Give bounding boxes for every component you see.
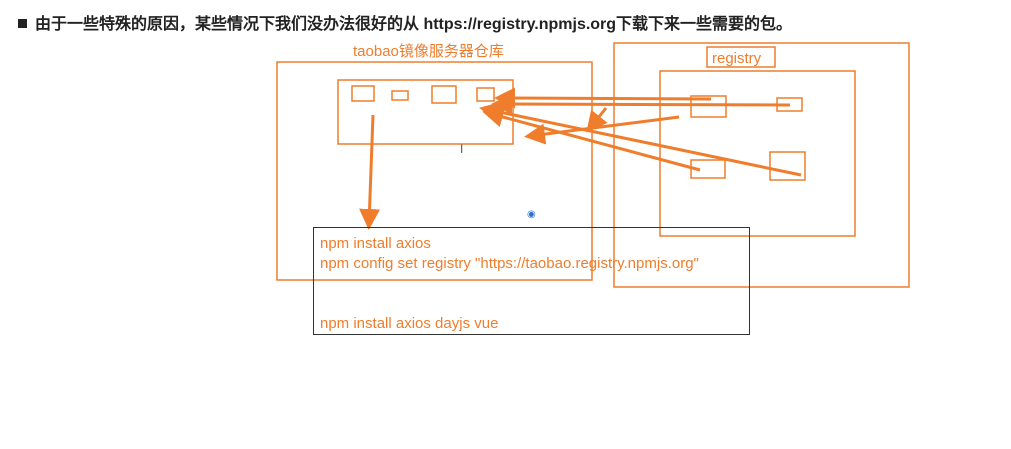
- mirror-package-4: [476, 87, 495, 102]
- mirror-inner-box: [337, 79, 514, 145]
- command-line-2: npm config set registry "https://taobao.…: [320, 255, 699, 272]
- mirror-server-box: [276, 61, 593, 281]
- registry-label-box: [706, 46, 776, 68]
- mirror-package-2: [391, 90, 409, 101]
- pointer-dot-icon: ◉: [527, 209, 536, 220]
- bullet-square-icon: [18, 19, 27, 28]
- registry-outer-box: [613, 42, 910, 288]
- sync-arrow-6: [479, 101, 802, 177]
- sync-arrow-2: [491, 93, 791, 115]
- install-arrow: [359, 114, 381, 230]
- registry-package-4: [769, 151, 806, 181]
- sync-arrow-1: [494, 87, 712, 109]
- registry-inner-box: [659, 70, 856, 237]
- sync-arrow-4: [586, 107, 608, 133]
- page-heading: 由于一些特殊的原因，某些情况下我们没办法很好的从 https://registr…: [18, 10, 998, 34]
- registry-package-1: [690, 95, 727, 118]
- heading-text: 由于一些特殊的原因，某些情况下我们没办法很好的从 https://registr…: [35, 16, 793, 33]
- sync-arrow-5: [482, 106, 701, 172]
- mirror-package-3: [431, 85, 457, 104]
- command-line-1: npm install axios: [320, 235, 431, 252]
- registry-label: registry: [712, 50, 762, 67]
- mirror-package-1: [351, 85, 375, 102]
- command-box: npm install axios npm config set registr…: [313, 227, 750, 335]
- text-cursor-icon: I: [460, 142, 464, 156]
- mirror-server-label: taobao镜像服务器仓库: [353, 42, 504, 60]
- command-line-3: npm install axios dayjs vue: [320, 315, 499, 332]
